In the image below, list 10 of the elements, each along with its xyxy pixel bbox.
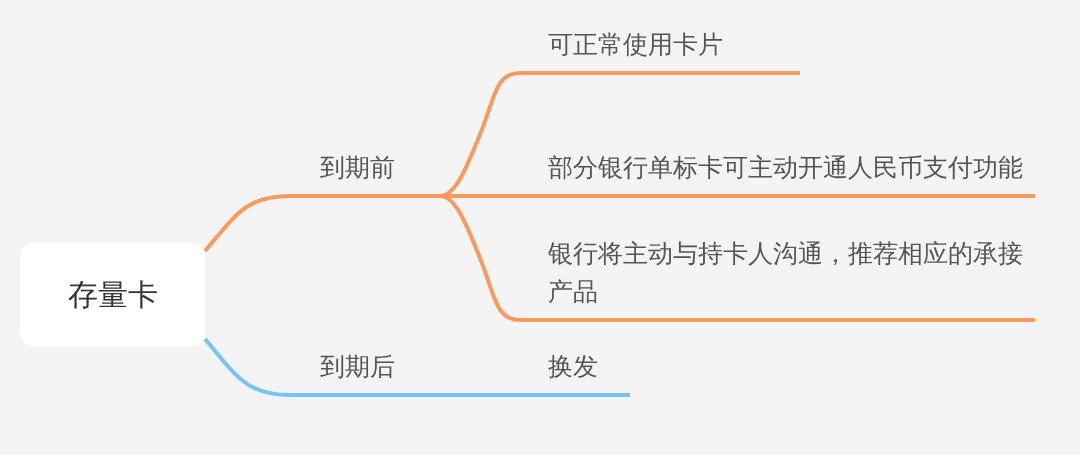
branch-connector [203, 337, 291, 397]
branch-text: 换发 [548, 350, 598, 383]
branch-connector [203, 194, 291, 253]
branch-text: 到期后 [320, 350, 395, 383]
branch-text: 银行将主动与持卡人沟通，推荐相应的承接产品 [548, 238, 1024, 308]
branch-text: 部分银行单标卡可主动开通人民币支付功能 [548, 151, 1023, 184]
branch-connector [440, 393, 520, 397]
branch-text: 可正常使用卡片 [548, 28, 723, 61]
branch-text: 到期前 [320, 151, 395, 184]
root-topic-box: 存量卡 [20, 243, 205, 347]
